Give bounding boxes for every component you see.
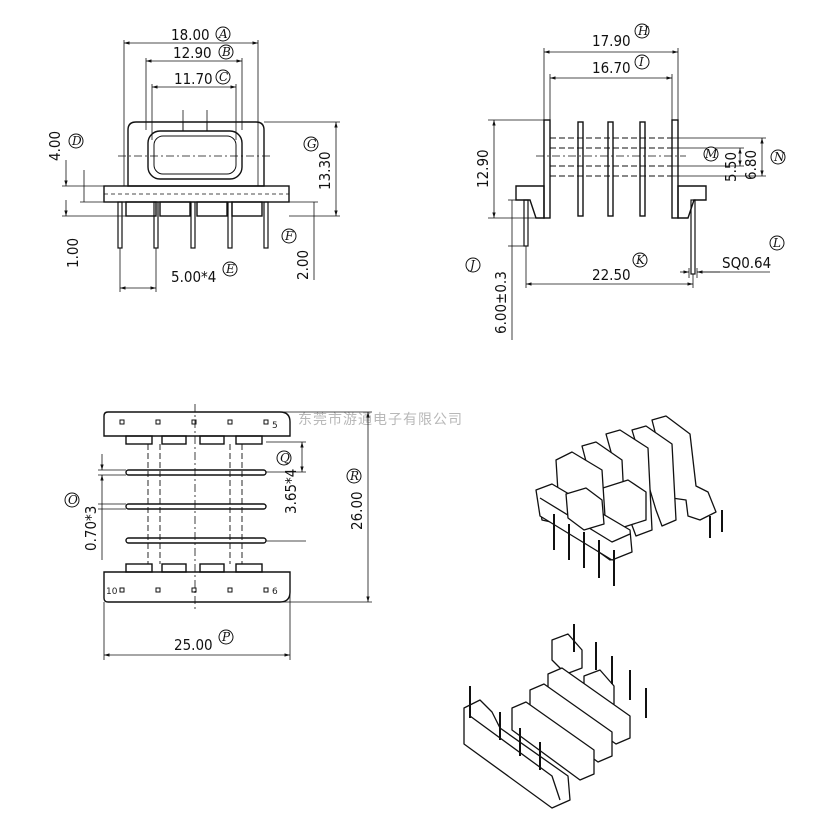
top-view-labels: 5 10 6 O 0.70*3 Q 3.65*4 26.00 R 25.00 P <box>64 421 366 654</box>
dim-m-letter: M <box>704 147 718 161</box>
dim-h-letter: H <box>637 24 649 38</box>
dim-j-value: 6.00±0.3 <box>492 271 510 334</box>
side-view-dimensions <box>488 48 770 340</box>
dim-e-value: 5.00*4 <box>171 268 216 286</box>
dim-c-letter: C <box>219 70 228 84</box>
dim-l-letter: L <box>772 236 781 250</box>
dim-g-letter: G <box>307 137 317 151</box>
side-view <box>515 119 707 275</box>
dim-r-value: 26.00 <box>348 491 366 530</box>
dim-o-value: 0.70*3 <box>82 506 100 551</box>
pin-number-10: 10 <box>106 587 118 597</box>
top-view <box>103 404 291 612</box>
dim-k-value: 22.50 <box>592 266 631 284</box>
dim-p-letter: P <box>221 630 231 644</box>
dim-r-letter: R <box>349 469 359 483</box>
dim-q-letter: Q <box>280 451 290 465</box>
dim-n-value: 6.80 <box>742 150 760 180</box>
dim-d-letter: D <box>71 134 82 148</box>
dim-1-value: 1.00 <box>64 238 82 268</box>
dim-b-value: 12.90 <box>173 44 212 62</box>
dim-f-value: 2.00 <box>294 250 312 280</box>
front-view-labels: 18.00 A 12.90 B 11.70 C 4.00 D 1.00 5.00… <box>46 26 334 286</box>
dim-j-letter: J <box>467 258 476 272</box>
dim-i-letter: I <box>638 55 644 69</box>
side-view-labels: 17.90 H 16.70 I 12.90 J 6.00±0.3 22.50 K… <box>465 23 786 334</box>
dim-n-letter: N <box>773 150 785 164</box>
front-view <box>103 121 290 249</box>
front-view-dimensions <box>62 40 340 292</box>
dim-f-letter: F <box>284 229 294 243</box>
dim-g-value: 13.30 <box>316 151 334 190</box>
dim-o-letter: O <box>68 493 78 507</box>
dim-c-value: 11.70 <box>174 70 213 88</box>
dim-q-value: 3.65*4 <box>282 469 300 514</box>
watermark-text: 东莞市游通电子有限公司 <box>298 411 463 428</box>
dim-a-value: 18.00 <box>171 26 210 44</box>
dim-side-height-value: 12.90 <box>474 149 492 188</box>
dim-l-value: SQ0.64 <box>722 254 771 272</box>
top-view-dimensions <box>98 411 372 660</box>
pin-number-6: 6 <box>272 587 278 597</box>
dim-m-value: 5.50 <box>722 152 740 182</box>
dim-p-value: 25.00 <box>174 636 213 654</box>
pin-number-5: 5 <box>272 421 278 431</box>
isometric-view-front <box>535 415 723 586</box>
dim-d-value: 4.00 <box>46 131 64 161</box>
isometric-view-bottom <box>463 624 647 809</box>
dim-e-letter: E <box>225 262 235 276</box>
dim-a-letter: A <box>218 27 228 41</box>
dim-k-letter: K <box>635 253 646 267</box>
dim-b-letter: B <box>221 45 231 59</box>
dim-h-value: 17.90 <box>592 32 631 50</box>
dim-i-value: 16.70 <box>592 59 631 77</box>
